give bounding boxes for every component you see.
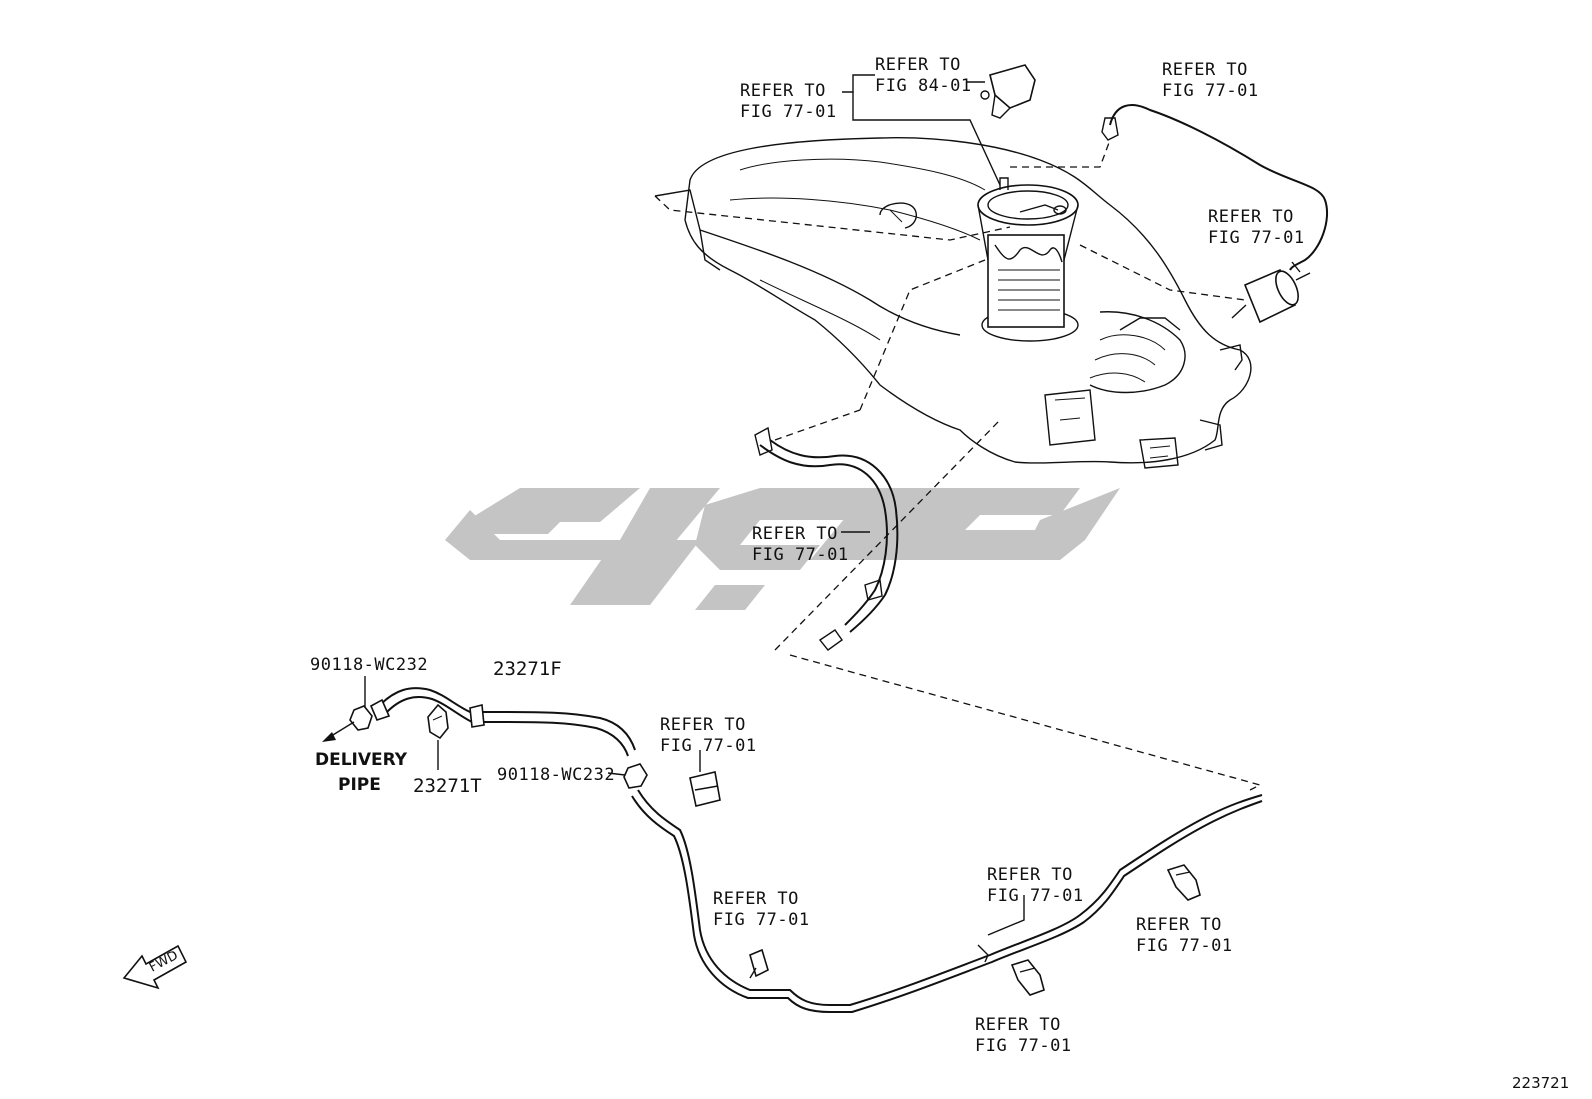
fwd-arrow-icon: FWD xyxy=(122,944,188,990)
callout-filter: REFER TO FIG 77-01 xyxy=(1208,207,1305,248)
watermark-logo xyxy=(445,488,1120,610)
delivery-pipe-label-line1: DELIVERY xyxy=(315,750,408,770)
callout-top-right-hose: REFER TO FIG 77-01 xyxy=(1162,60,1259,101)
callout-line2: FIG 77-01 xyxy=(1208,228,1305,248)
clip-connector-mid xyxy=(689,750,721,807)
callout-pump-left: REFER TO FIG 77-01 xyxy=(740,81,837,122)
callout-line1: REFER TO xyxy=(975,1015,1061,1035)
delivery-pipe-label-line2: PIPE xyxy=(338,775,381,795)
callout-clip-lower-left: REFER TO FIG 77-01 xyxy=(713,889,810,930)
part-number-hose: 23271F xyxy=(493,658,562,680)
leader-lines xyxy=(841,74,1025,936)
clamp-left xyxy=(349,676,373,731)
diagram-number: 223721 xyxy=(1512,1074,1569,1092)
callout-line1: REFER TO xyxy=(1162,60,1248,80)
filler-hose-middle xyxy=(754,426,899,651)
callout-line1: REFER TO xyxy=(875,55,961,75)
callout-clip-right: REFER TO FIG 77-01 xyxy=(1136,915,1233,956)
callout-line2: FIG 84-01 xyxy=(875,76,972,96)
clip-right xyxy=(1166,864,1201,901)
hose-23271f xyxy=(369,687,636,757)
clip-23271t xyxy=(427,703,449,770)
part-number-clamp-left: 90118-WC232 xyxy=(310,655,428,675)
callout-line1: REFER TO xyxy=(1136,915,1222,935)
callout-clip-mid: REFER TO FIG 77-01 xyxy=(660,715,757,756)
clip-bottom xyxy=(1010,959,1045,996)
callout-line2: FIG 77-01 xyxy=(975,1036,1072,1056)
callout-line1: REFER TO xyxy=(1208,207,1294,227)
callout-line1: REFER TO xyxy=(987,865,1073,885)
callout-line2: FIG 77-01 xyxy=(1136,936,1233,956)
callout-line2: FIG 77-01 xyxy=(987,886,1084,906)
callout-line2: FIG 77-01 xyxy=(713,910,810,930)
callout-line1: REFER TO xyxy=(660,715,746,735)
delivery-pipe-arrow xyxy=(322,721,355,742)
fuel-pump-assembly xyxy=(977,177,1079,342)
callout-line2: FIG 77-01 xyxy=(752,545,849,565)
reference-dash-lines xyxy=(654,139,1262,791)
callout-line1: REFER TO xyxy=(752,524,838,544)
vent-hose-top-right xyxy=(1101,104,1329,273)
fuel-tank xyxy=(654,137,1252,469)
callout-pump-bracket: REFER TO FIG 84-01 xyxy=(875,55,972,96)
callout-filler-hose: REFER TO FIG 77-01 xyxy=(752,524,849,565)
main-fuel-pipe xyxy=(631,789,1263,1013)
callout-line2: FIG 77-01 xyxy=(1162,81,1259,101)
callout-line2: FIG 77-01 xyxy=(660,736,757,756)
clamp-right xyxy=(607,763,648,789)
callout-clip-bottom: REFER TO FIG 77-01 xyxy=(975,1015,1072,1056)
callout-pipe-mid: REFER TO FIG 77-01 xyxy=(987,865,1084,906)
callout-line2: FIG 77-01 xyxy=(740,102,837,122)
callout-line1: REFER TO xyxy=(713,889,799,909)
clip-lower-left xyxy=(749,948,769,979)
callout-line1: REFER TO xyxy=(740,81,826,101)
fuel-filter xyxy=(1231,268,1311,324)
part-number-clip: 23271T xyxy=(413,775,482,797)
part-number-clamp-right: 90118-WC232 xyxy=(497,765,615,785)
pump-bracket xyxy=(980,64,1036,119)
